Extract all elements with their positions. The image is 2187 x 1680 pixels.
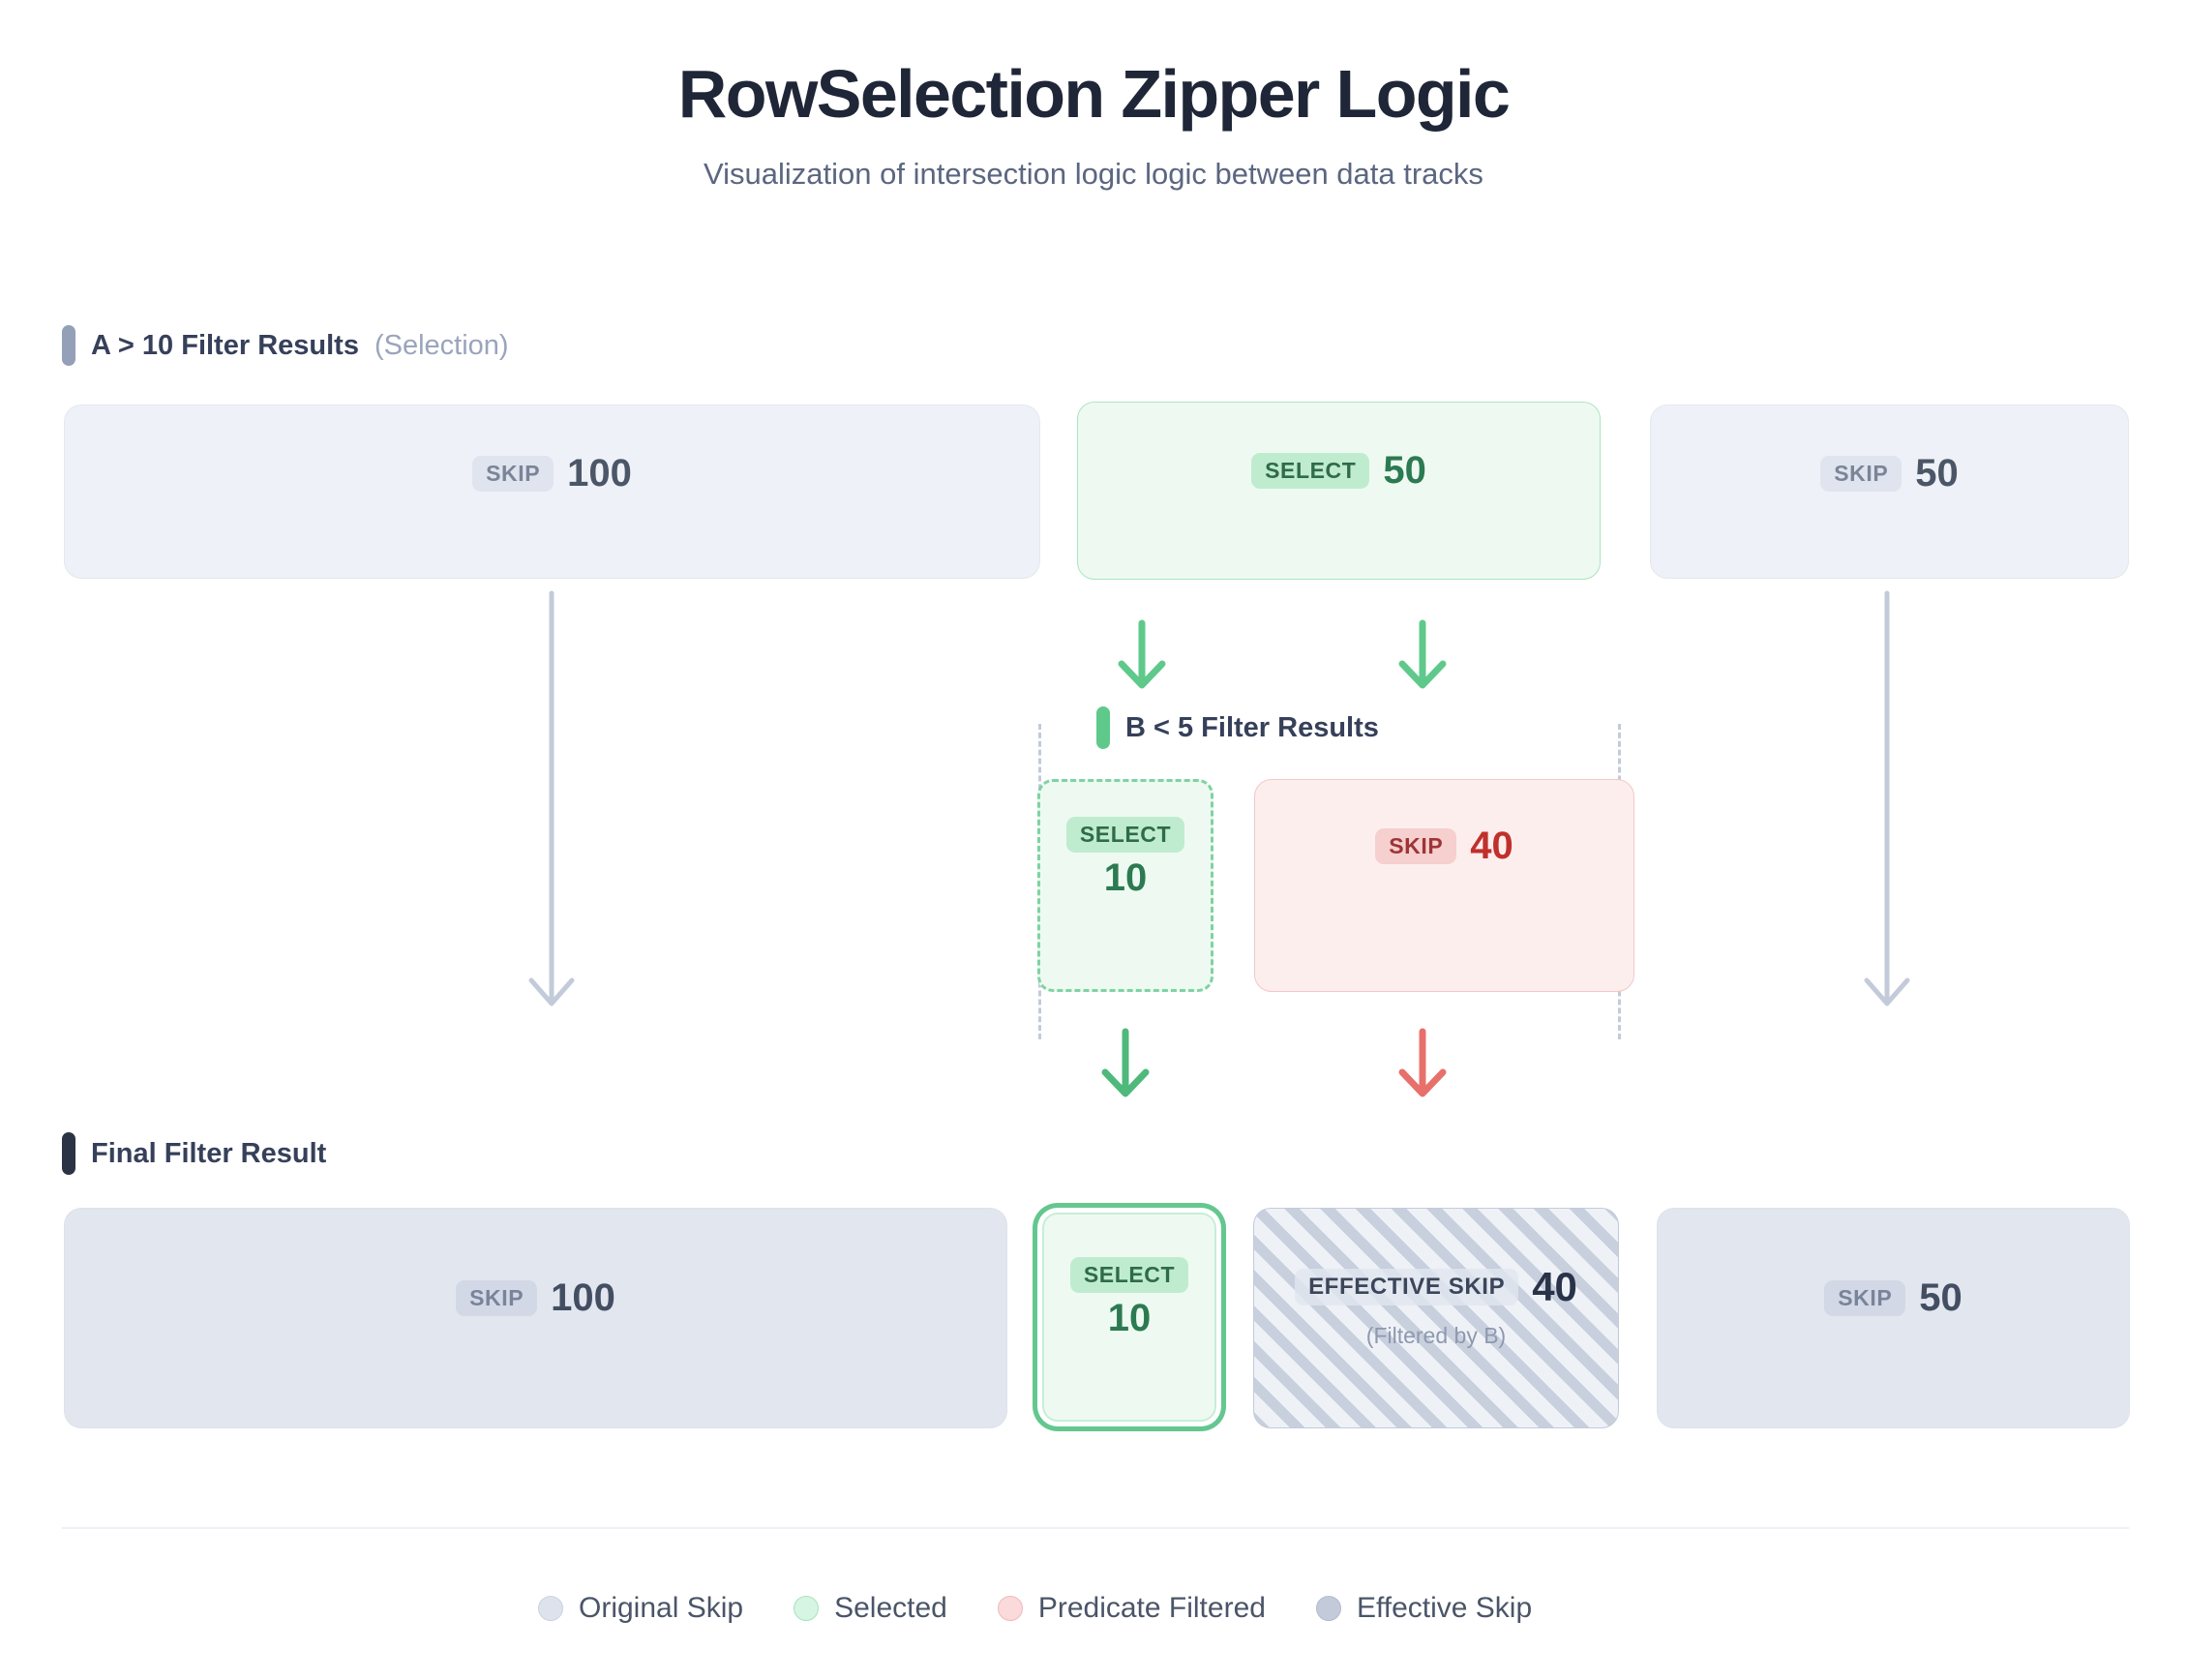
track-a-block-select-50[interactable]: SELECT 50 [1077,402,1601,580]
legend-swatch-icon [538,1596,563,1621]
section-header-final: Final Filter Result [62,1132,326,1175]
legend: Original Skip Selected Predicate Filtere… [538,1592,1532,1625]
status-badge: SELECT [1065,817,1185,853]
status-badge: SELECT [1069,1257,1189,1293]
block-value: 40 [1470,825,1513,867]
section-marker-icon [1096,706,1110,749]
status-badge: SKIP [456,1279,538,1316]
footer-divider [62,1527,2129,1529]
legend-item-selected: Selected [794,1592,947,1625]
final-block-skip-100[interactable]: SKIP 100 [64,1208,1007,1428]
track-b-block-skip-40[interactable]: SKIP 40 [1254,779,1634,992]
block-value: 50 [1383,449,1426,492]
block-content: EFFECTIVE SKIP 40 [1295,1267,1577,1307]
status-badge: SKIP [1820,455,1902,492]
passthrough-arrow-right [1864,590,1910,1006]
final-block-skip-50[interactable]: SKIP 50 [1657,1208,2130,1428]
legend-item-predicate-filtered: Predicate Filtered [997,1592,1266,1625]
status-badge: SKIP [1824,1279,1906,1316]
block-value: 10 [1103,856,1148,899]
status-badge: EFFECTIVE SKIP [1295,1269,1519,1305]
block-content: SKIP 40 [1375,826,1513,865]
legend-item-original-skip: Original Skip [538,1592,743,1625]
status-badge: SELECT [1251,452,1370,489]
block-note: (Filtered by B) [1365,1323,1507,1348]
section-marker-icon [62,1132,75,1175]
status-badge: SKIP [472,455,554,492]
exit-arrow-filtered [1398,1028,1447,1097]
legend-label: Selected [834,1592,947,1624]
section-header-track-b: B < 5 Filter Results [1096,706,1379,749]
block-content: SELECT 10 [1065,817,1185,899]
block-value: 100 [551,1276,615,1319]
block-content: SELECT 10 [1069,1257,1189,1339]
legend-swatch-icon [1315,1596,1341,1621]
block-value: 10 [1107,1297,1152,1339]
legend-label: Effective Skip [1356,1592,1533,1624]
status-badge: SKIP [1375,827,1457,864]
legend-swatch-icon [794,1596,820,1621]
legend-item-effective-skip: Effective Skip [1315,1592,1533,1625]
block-value: 50 [1919,1276,1962,1319]
section-label-track-a: A > 10 Filter Results [91,329,359,361]
exit-arrow-selected [1101,1028,1150,1097]
track-a-block-skip-50[interactable]: SKIP 50 [1650,405,2129,579]
descend-arrow-b-left [1118,619,1166,689]
block-value: 50 [1915,452,1959,495]
section-label-final: Final Filter Result [91,1137,327,1169]
final-block-effective-skip-40[interactable]: EFFECTIVE SKIP 40 (Filtered by B) [1253,1208,1619,1428]
section-label-track-b: B < 5 Filter Results [1125,711,1379,743]
track-b-block-select-10[interactable]: SELECT 10 [1037,779,1213,992]
block-content: SKIP 50 [1820,454,1959,493]
legend-swatch-icon [997,1596,1023,1621]
section-sublabel-track-a: (Selection) [374,329,509,361]
page-title: RowSelection Zipper Logic [677,56,1511,132]
block-content: SKIP 50 [1824,1278,1962,1317]
block-content: SKIP 100 [456,1278,615,1317]
section-header-track-a: A > 10 Filter Results (Selection) [62,325,509,366]
page-subtitle: Visualization of intersection logic logi… [704,157,1483,192]
passthrough-arrow-left [528,590,575,1006]
track-a-block-skip-100[interactable]: SKIP 100 [64,405,1040,579]
block-value: 40 [1532,1264,1577,1309]
block-content: SELECT 50 [1251,451,1426,490]
block-content: SKIP 100 [472,454,632,493]
descend-arrow-b-right [1398,619,1447,689]
header: RowSelection Zipper Logic Visualization … [0,56,2187,192]
final-block-select-10[interactable]: SELECT 10 [1042,1213,1216,1422]
legend-label: Predicate Filtered [1037,1592,1266,1624]
legend-label: Original Skip [579,1592,744,1624]
block-value: 100 [567,452,632,495]
section-marker-icon [62,325,75,366]
